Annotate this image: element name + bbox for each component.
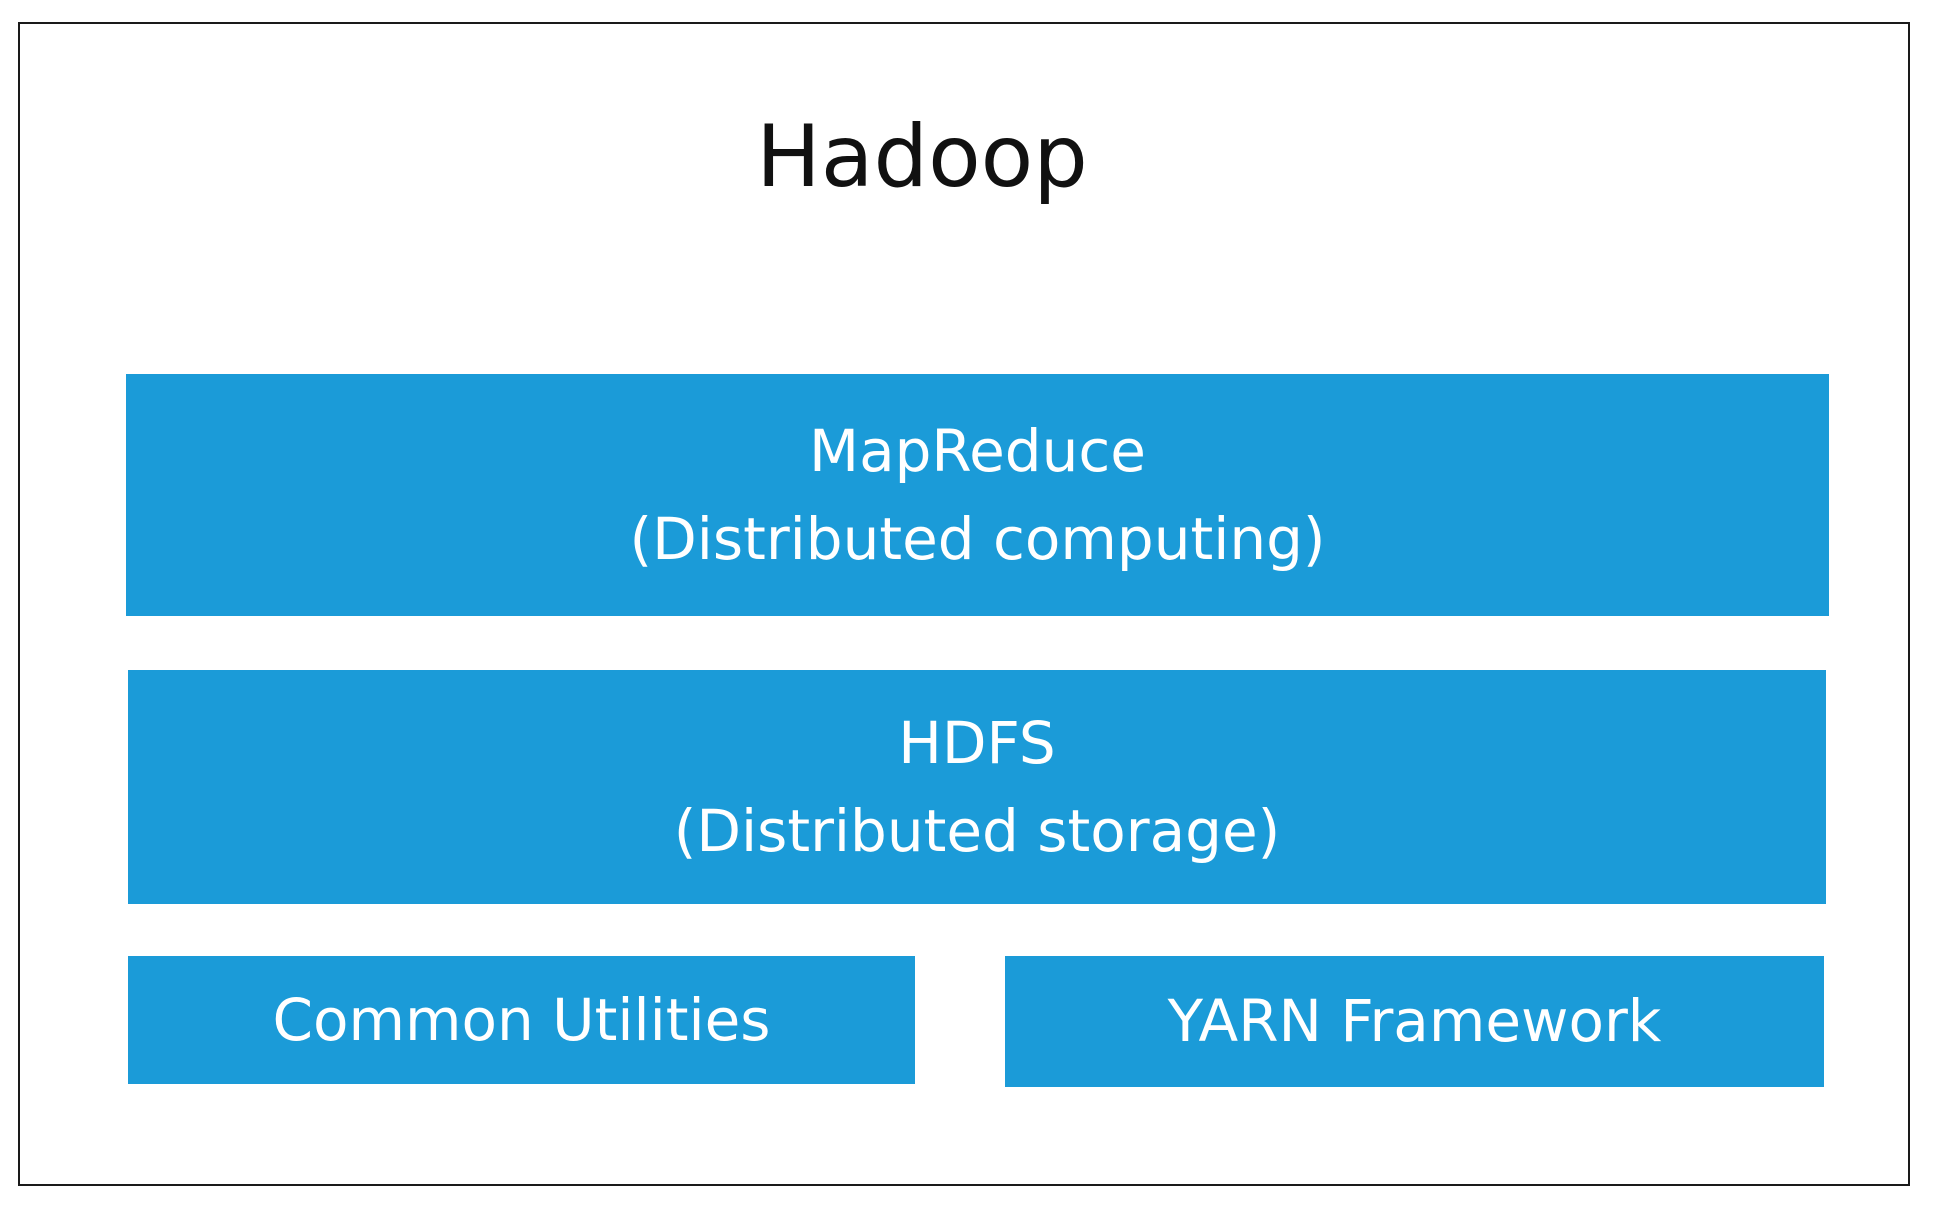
- mapreduce-label: MapReduce: [809, 416, 1146, 485]
- mapreduce-block: MapReduce (Distributed computing): [126, 374, 1829, 616]
- mapreduce-description: (Distributed computing): [629, 505, 1326, 573]
- yarn-framework-block: YARN Framework: [1005, 956, 1824, 1087]
- common-utilities-block: Common Utilities: [128, 956, 915, 1084]
- common-utilities-label: Common Utilities: [272, 985, 771, 1054]
- hdfs-label: HDFS: [898, 708, 1056, 777]
- hdfs-description: (Distributed storage): [673, 797, 1281, 865]
- hdfs-block: HDFS (Distributed storage): [128, 670, 1826, 904]
- diagram-title: Hadoop: [756, 107, 1088, 207]
- yarn-framework-label: YARN Framework: [1167, 987, 1662, 1056]
